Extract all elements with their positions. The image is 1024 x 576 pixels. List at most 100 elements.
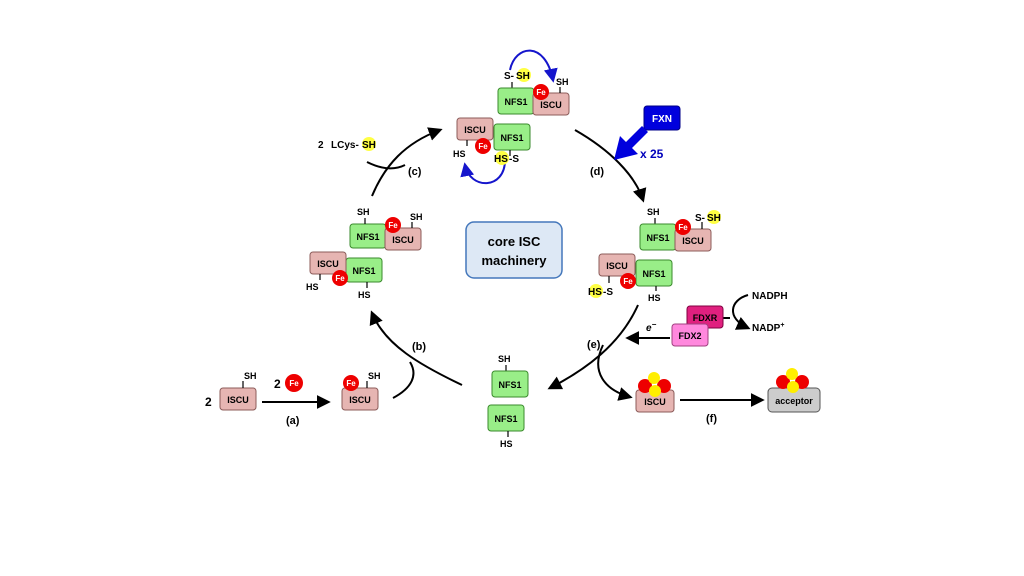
sulfur-right-top (707, 210, 721, 224)
fe-atom-iscu (343, 375, 359, 391)
sh-right-1: SH (647, 207, 660, 217)
nfs1-bottom-top-label: NFS1 (498, 380, 521, 390)
nfs1-top-bottom (493, 123, 531, 151)
cluster-fe-1 (638, 379, 652, 393)
fe-right-top-label: Fe (678, 223, 688, 232)
sulfur-top (517, 68, 531, 82)
fe-left-top (385, 217, 401, 233)
sh-bottom: SH (498, 354, 511, 364)
step-f: (f) (706, 413, 717, 425)
arrow-c-branch (366, 161, 406, 170)
lcys-prefix: LCys- (331, 140, 359, 151)
s-right-top: S- (695, 213, 705, 224)
fe-right-top (675, 219, 691, 235)
lcys-coefficient: 2 (318, 140, 324, 151)
blue-arrow-bottom (460, 159, 506, 185)
acceptor-label: acceptor (775, 396, 813, 406)
s-top-bottom: -S (509, 154, 519, 165)
arrow-b (369, 310, 463, 386)
center-label-line2: machinery (481, 253, 547, 268)
fdxr-label: FDXR (693, 313, 718, 323)
hs-left-2: HS (358, 290, 371, 300)
fxn-box (643, 105, 681, 131)
nadph-label: NADPH (752, 291, 788, 302)
s-prefix-top: S- (504, 71, 514, 82)
hs-right-bottom: HS (588, 287, 602, 298)
sh-right-top: SH (707, 213, 721, 224)
nadp-text: NADP (752, 323, 781, 334)
sh-top-right: SH (556, 77, 569, 87)
cluster-s-1 (648, 372, 660, 384)
iscu-block-a (219, 387, 257, 411)
hs-left-1: HS (306, 282, 319, 292)
nfs1-bottom-top (491, 370, 529, 398)
iscu-right-right-label: ISCU (682, 236, 704, 246)
iscu-block-fe (341, 387, 379, 411)
iscu-left-right (384, 227, 422, 251)
step-a: (a) (286, 415, 300, 427)
iscu-cluster-label: ISCU (644, 397, 666, 407)
arrow-c (371, 127, 443, 197)
sh-label-fe: SH (368, 371, 381, 381)
acceptor-fe-1 (776, 375, 790, 389)
hs-top-bottom: HS (494, 154, 508, 165)
iscu-right-left (598, 253, 636, 277)
nfs1-top-top-label: NFS1 (504, 97, 527, 107)
center-box (465, 221, 563, 279)
nfs1-right-bottom-label: NFS1 (642, 269, 665, 279)
hs-bottom: HS (500, 439, 513, 449)
fe-label-free: Fe (289, 379, 299, 388)
acceptor-s-1 (786, 368, 798, 380)
fe-top-bottom-label: Fe (478, 142, 488, 151)
step-b: (b) (412, 341, 426, 353)
sh-left-1: SH (357, 207, 370, 217)
center-label-line1: core ISC (488, 234, 541, 249)
lcys-sh: SH (362, 140, 376, 151)
iscu-label-a: ISCU (227, 395, 249, 405)
hs-top-left: HS (453, 149, 466, 159)
sulfur-top-bottom (495, 151, 509, 165)
iscu-left-right-label: ISCU (392, 235, 414, 245)
fxn-arrow (614, 126, 648, 160)
fe-left-bottom (332, 270, 348, 286)
nfs1-left-bottom-label: NFS1 (352, 266, 375, 276)
fe-atom-free (285, 374, 303, 392)
fe-left-bottom-label: Fe (335, 274, 345, 283)
fdx2-box (671, 323, 709, 347)
fe-top-top-label: Fe (536, 88, 546, 97)
blue-arrow-top (509, 49, 558, 83)
fxn-label: FXN (652, 114, 672, 125)
fe-label-iscu: Fe (346, 379, 356, 388)
fe-top-bottom (475, 138, 491, 154)
iscu-coefficient: 2 (205, 395, 212, 409)
fdx2-label: FDX2 (678, 331, 701, 341)
sh-left-2: SH (410, 212, 423, 222)
sh-label-a: SH (244, 371, 257, 381)
sulfur-lcys (362, 137, 376, 151)
nfs1-top-bottom-label: NFS1 (500, 133, 523, 143)
arrow-d (574, 129, 647, 203)
fe-right-bottom (620, 273, 636, 289)
step-d: (d) (590, 166, 604, 178)
nfs1-left-top-label: NFS1 (356, 232, 379, 242)
iscu-label-fe: ISCU (349, 395, 371, 405)
iscu-top-left (456, 117, 494, 141)
step-e: (e) (587, 339, 601, 351)
nfs1-bottom-bottom (487, 404, 525, 432)
iscu-top-right-label: ISCU (540, 100, 562, 110)
nfs1-right-bottom (635, 259, 673, 287)
electron-label: e− (646, 320, 657, 334)
arrow-nadph (732, 294, 751, 330)
sulfur-right-bottom (589, 284, 603, 298)
electron-superscript: − (652, 320, 657, 329)
hs-right-2: HS (648, 293, 661, 303)
fe-coefficient: 2 (274, 377, 281, 391)
fe-top-top (533, 84, 549, 100)
nfs1-right-top-label: NFS1 (646, 233, 669, 243)
nadp-superscript: + (780, 322, 784, 329)
arrow-e-branch (597, 344, 633, 401)
nadp-label: NADP+ (752, 322, 784, 334)
s-right-bottom: -S (603, 287, 613, 298)
